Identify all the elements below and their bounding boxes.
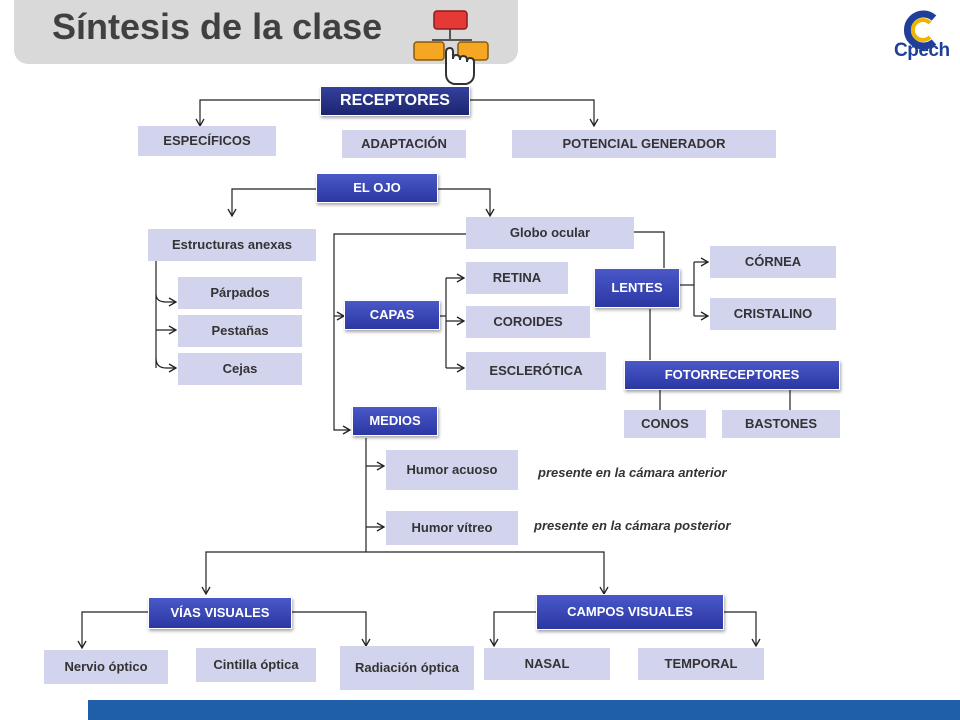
footer-bar bbox=[88, 700, 960, 720]
node-vias-visuales: VÍAS VISUALES bbox=[148, 597, 292, 629]
flowchart-hand-icon bbox=[413, 10, 489, 85]
node-capas: CAPAS bbox=[344, 300, 440, 330]
note-camara-posterior: presente en la cámara posterior bbox=[534, 518, 731, 533]
node-nasal: NASAL bbox=[484, 648, 610, 680]
node-estructuras-anexas: Estructuras anexas bbox=[148, 229, 316, 261]
node-radiacion-optica: Radiación óptica bbox=[340, 646, 474, 690]
node-nervio-optico: Nervio óptico bbox=[44, 650, 168, 684]
node-conos: CONOS bbox=[624, 410, 706, 438]
node-cejas: Cejas bbox=[178, 353, 302, 385]
cpech-logo-icon bbox=[903, 10, 937, 50]
node-esclerotica: ESCLERÓTICA bbox=[466, 352, 606, 390]
node-el-ojo: EL OJO bbox=[316, 173, 438, 203]
node-pestanas: Pestañas bbox=[178, 315, 302, 347]
node-humor-vitreo: Humor vítreo bbox=[386, 511, 518, 545]
page-title: Síntesis de la clase bbox=[52, 6, 383, 47]
node-fotorreceptores: FOTORRECEPTORES bbox=[624, 360, 840, 390]
node-lentes: LENTES bbox=[594, 268, 680, 308]
node-medios: MEDIOS bbox=[352, 406, 438, 436]
node-adaptacion: ADAPTACIÓN bbox=[342, 130, 466, 158]
node-globo-ocular: Globo ocular bbox=[466, 217, 634, 249]
node-cornea: CÓRNEA bbox=[710, 246, 836, 278]
node-bastones: BASTONES bbox=[722, 410, 840, 438]
node-cintilla-optica: Cintilla óptica bbox=[196, 648, 316, 682]
node-temporal: TEMPORAL bbox=[638, 648, 764, 680]
node-especificos: ESPECÍFICOS bbox=[138, 126, 276, 156]
node-coroides: COROIDES bbox=[466, 306, 590, 338]
node-retina: RETINA bbox=[466, 262, 568, 294]
node-campos-visuales: CAMPOS VISUALES bbox=[536, 594, 724, 630]
note-camara-anterior: presente en la cámara anterior bbox=[538, 465, 727, 480]
node-parpados: Párpados bbox=[178, 277, 302, 309]
node-humor-acuoso: Humor acuoso bbox=[386, 450, 518, 490]
node-receptores: RECEPTORES bbox=[320, 86, 470, 116]
node-cristalino: CRISTALINO bbox=[710, 298, 836, 330]
logo-text: Cpech bbox=[894, 40, 950, 61]
node-potencial-generador: POTENCIAL GENERADOR bbox=[512, 130, 776, 158]
